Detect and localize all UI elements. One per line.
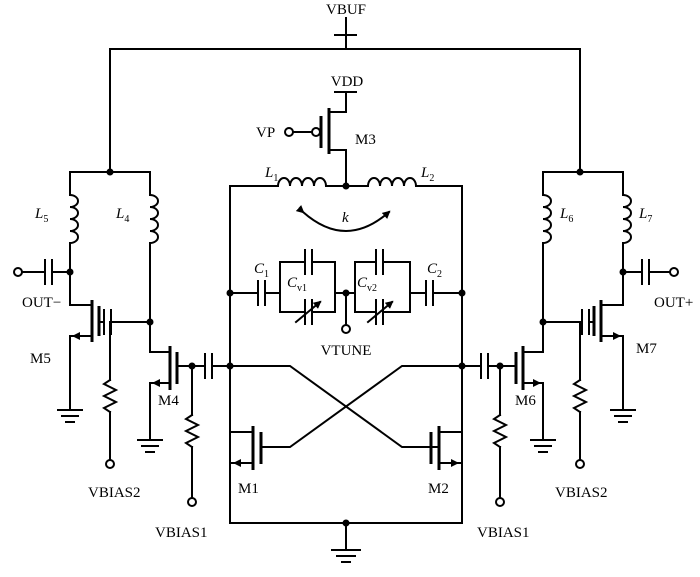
inductor-l6-coil [541,193,552,353]
capacitor-c2 [409,280,466,306]
cross-coupling-wires [229,365,463,448]
m1-label: M1 [238,481,259,497]
l5-label: L5 [34,206,48,225]
transistor-m6 [461,346,556,507]
l4-label: L4 [115,206,129,225]
m7-label: M7 [636,341,657,357]
vbias1-right-label: VBIAS1 [477,525,530,541]
mutual-coupling-arrow [295,205,391,232]
l7-label: L7 [638,206,652,225]
vtune-label: VTUNE [321,343,372,359]
l6-label: L6 [559,206,573,225]
left-buffer-top [69,168,151,196]
vbuf-rail [109,17,581,173]
transistor-m2 [429,426,463,470]
l1-label: L1 [264,165,278,184]
vbias2-right-label: VBIAS2 [555,485,608,501]
cv1-label: Cv1 [287,275,307,294]
transistor-m3 [284,108,347,187]
c2-label: C2 [427,261,442,280]
out-plus-cap [619,259,679,285]
inductor-l7-coil [621,193,632,306]
m3-label: M3 [355,132,376,148]
inductor-l5-coil [68,193,79,306]
vbuf-label: VBUF [326,2,366,18]
transistor-m7 [539,300,636,469]
cv2-label: Cv2 [357,275,377,294]
varactor-cv1 [279,249,347,325]
transistor-m4 [137,346,231,507]
right-buffer-top [542,168,624,196]
vtune-node [341,289,351,334]
vdd-label: VDD [331,74,364,90]
vp-label: VP [256,125,275,141]
inductor-l2-coil [366,177,418,188]
varactor-cv2 [345,249,411,325]
l2-label: L2 [420,165,434,184]
transistor-m5 [57,300,154,469]
out-minus-cap [13,259,74,285]
tank-wires [229,182,463,511]
tail-ground [229,462,463,563]
out-plus-label: OUT+ [654,295,693,311]
out-minus-label: OUT− [22,295,61,311]
vdd-supply [334,91,357,113]
c1-label: C1 [254,261,269,280]
transistor-m1 [229,426,267,470]
m4-label: M4 [158,393,179,409]
m2-label: M2 [428,481,449,497]
m6-label: M6 [515,393,536,409]
vbias1-left-label: VBIAS1 [155,525,208,541]
inductor-l4-coil [148,193,159,353]
capacitor-c1 [226,280,281,306]
coupling-k-label: k [342,210,349,226]
vbias2-left-label: VBIAS2 [88,485,141,501]
m5-label: M5 [30,351,51,367]
inductor-l1-coil [276,177,328,188]
